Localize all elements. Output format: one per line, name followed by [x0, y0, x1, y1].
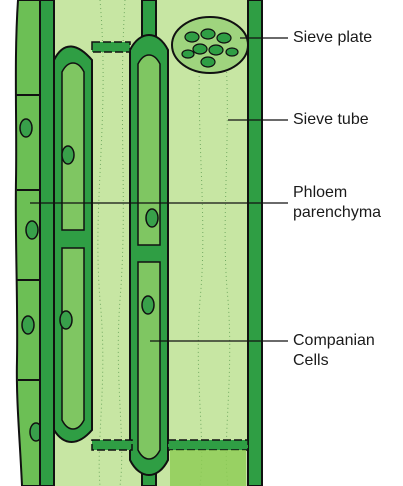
- phloem-parenchyma-label-line1: Phloem: [293, 183, 347, 203]
- outer-parenchyma-strip: [16, 0, 42, 486]
- companion-cell-right: [130, 35, 168, 475]
- companion-cell-left: [54, 46, 92, 442]
- sieve-tube-label: Sieve tube: [293, 110, 369, 130]
- phloem-parenchyma-label-line2: parenchyma: [293, 203, 381, 223]
- sieve-plate-label: Sieve plate: [293, 28, 372, 48]
- companion-cells-label-line2: Cells: [293, 351, 329, 371]
- companion-cells-label-line1: Companian: [293, 331, 375, 351]
